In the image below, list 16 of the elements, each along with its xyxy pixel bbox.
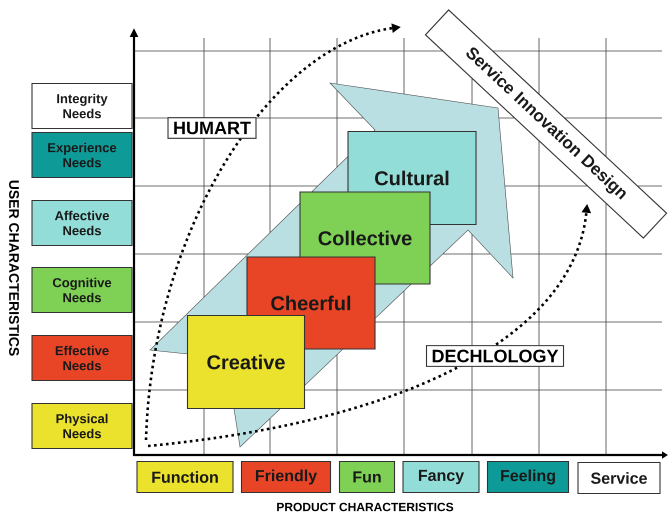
need-box: Physical Needs	[31, 402, 133, 450]
edge-label: HUMART	[167, 117, 257, 139]
product-box: Friendly	[240, 460, 332, 494]
need-box: Cognitive Needs	[31, 266, 133, 314]
axis-title: PRODUCT CHARACTERISTICS	[277, 502, 454, 512]
product-box: Function	[136, 460, 234, 494]
need-box: Affective Needs	[31, 200, 133, 246]
product-box: Fancy	[402, 460, 480, 494]
product-box: Service	[577, 462, 661, 494]
product-box: Fun	[338, 460, 396, 494]
edge-label: DECHLOLOGY	[426, 345, 564, 367]
need-box: Effective Needs	[31, 334, 133, 382]
product-box: Feeling	[486, 460, 570, 494]
need-box: Integrity Needs	[31, 82, 133, 130]
axis-title: USER CHARACTERISTICS	[9, 180, 19, 356]
need-box: Experience Needs	[31, 132, 133, 178]
